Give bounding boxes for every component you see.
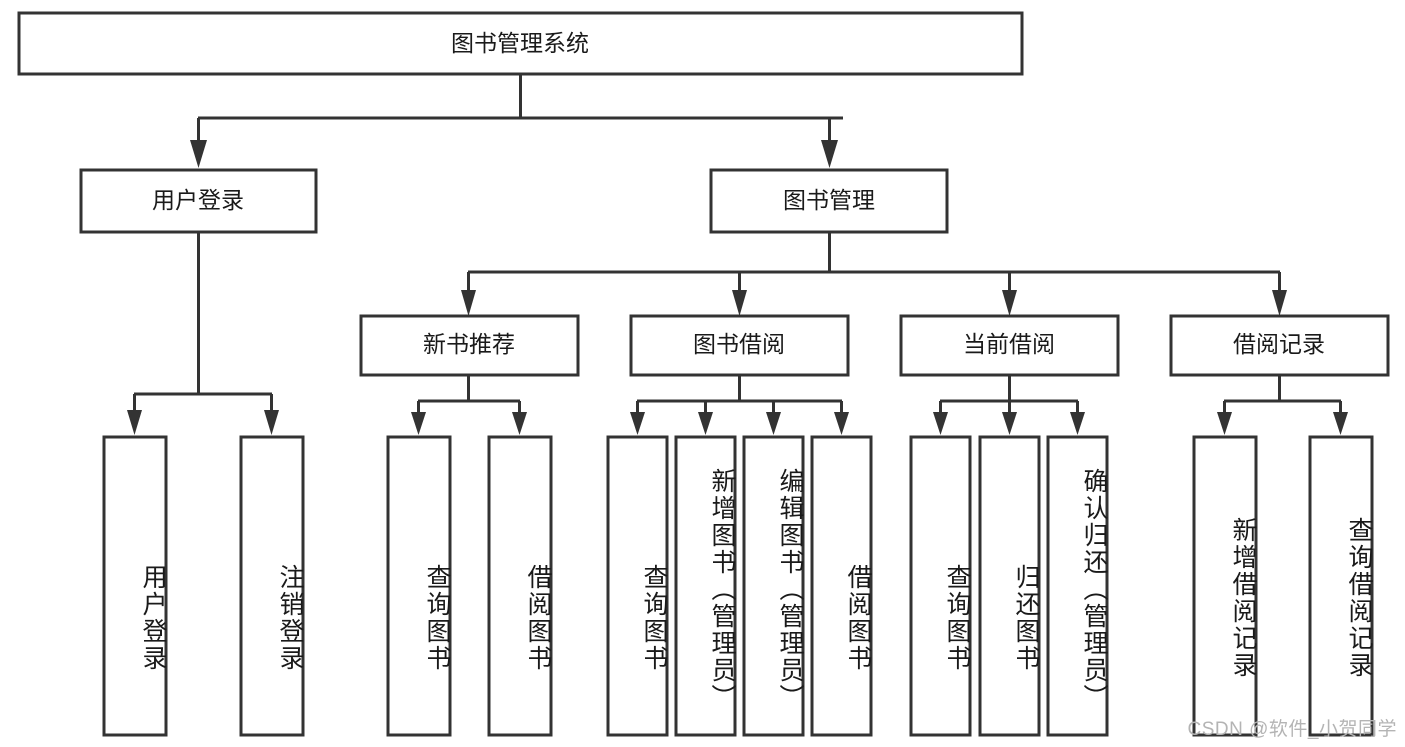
node-new-book-recommend-label: 新书推荐 [423,331,515,357]
node-book-borrow[interactable]: 图书借阅 [629,314,850,377]
node-root[interactable]: 图书管理系统 [17,11,1024,76]
node-current-borrow-label: 当前借阅 [963,331,1055,357]
leaf-box-book-borrow-3[interactable] [810,435,873,737]
node-book-borrow-label: 图书借阅 [693,331,785,357]
leaf-box-book-borrow-0[interactable] [606,435,669,737]
leaf-box-new-book-recommend-1[interactable] [487,435,553,737]
connector-group-user-login [127,232,279,435]
leaf-box-book-borrow-1[interactable] [674,435,737,737]
connector-group-book-manage [461,232,1287,316]
connector-group-current-borrow [933,375,1085,435]
csdn-watermark: CSDN @软件_小贺同学 [1187,719,1397,740]
leaf-box-current-borrow-2[interactable] [1046,435,1109,737]
node-borrow-record[interactable]: 借阅记录 [1169,314,1390,377]
leaf-box-book-borrow-2[interactable] [742,435,805,737]
node-new-book-recommend[interactable]: 新书推荐 [359,314,580,377]
leaf-box-current-borrow-0[interactable] [909,435,972,737]
node-root-label: 图书管理系统 [451,30,589,56]
connector-group-root [190,74,843,168]
connector-group-new-book-recommend [411,375,527,435]
leaf-box-borrow-record-1[interactable] [1308,435,1374,737]
node-book-manage-label: 图书管理 [783,187,875,213]
leaf-box-user-login-0[interactable] [102,435,168,737]
leaf-box-borrow-record-0[interactable] [1192,435,1258,737]
leaf-box-new-book-recommend-0[interactable] [386,435,452,737]
node-current-borrow[interactable]: 当前借阅 [899,314,1120,377]
node-user-login[interactable]: 用户登录 [79,168,318,234]
leaf-box-user-login-1[interactable] [239,435,305,737]
connector-group-book-borrow [630,375,849,435]
connector-group-borrow-record [1217,375,1348,435]
node-book-manage[interactable]: 图书管理 [709,168,949,234]
node-user-login-label: 用户登录 [152,187,244,213]
node-borrow-record-label: 借阅记录 [1233,331,1325,357]
leaf-box-current-borrow-1[interactable] [978,435,1041,737]
